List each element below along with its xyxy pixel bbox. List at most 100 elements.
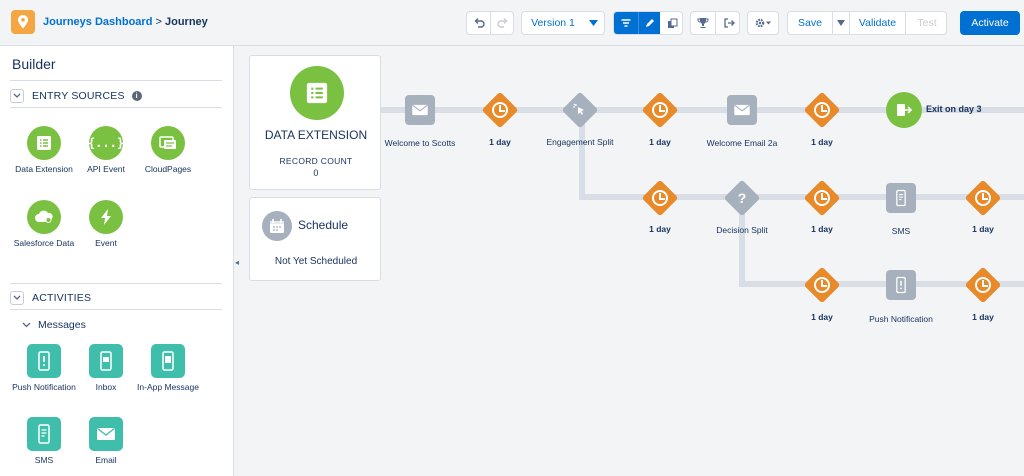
activity-label: In-App Message	[137, 382, 199, 392]
record-count-label: RECORD COUNT	[279, 156, 353, 166]
save-button[interactable]: Save	[798, 17, 822, 29]
clock-icon	[968, 270, 998, 300]
divider	[10, 309, 222, 310]
path-connector-second	[579, 194, 1024, 200]
api-braces-icon: {...}	[88, 126, 124, 160]
data-extension-icon	[290, 66, 344, 120]
clock-icon	[807, 183, 837, 213]
wait-node[interactable]: 1 day	[641, 179, 679, 234]
envelope-icon	[89, 417, 123, 451]
mobile-alert-icon	[886, 270, 916, 300]
breadcrumb-separator: >	[155, 16, 162, 28]
chevron-down-icon	[10, 291, 24, 305]
node-label: Engagement Split	[546, 137, 614, 147]
redo-button[interactable]	[491, 12, 515, 34]
filter-lines-icon	[621, 19, 631, 27]
wait-node[interactable]: 1 day	[964, 179, 1002, 234]
wait-label: 1 day	[811, 224, 833, 234]
version-label: Version 1	[531, 17, 575, 29]
entry-source-data-extension[interactable]: Data Extension	[13, 126, 75, 184]
clock-icon	[485, 95, 515, 125]
pencil-icon	[645, 19, 654, 27]
breadcrumb-journeys-dashboard-link[interactable]: Journeys Dashboard	[43, 16, 153, 28]
entry-card-title: DATA EXTENSION	[264, 128, 368, 142]
validate-button[interactable]: Validate	[849, 12, 905, 34]
push-notification-node[interactable]: Push Notification	[869, 270, 933, 324]
exit-icon	[886, 92, 922, 128]
copy-mode-button[interactable]	[660, 12, 682, 34]
wait-label: 1 day	[972, 312, 994, 322]
info-icon[interactable]: i	[131, 91, 142, 101]
node-label: Welcome to Scotts	[384, 138, 456, 148]
path-connector-main	[379, 107, 1024, 113]
envelope-icon	[727, 95, 757, 125]
exit-criteria-button[interactable]	[716, 12, 741, 34]
redo-icon	[497, 18, 508, 28]
top-toolbar: Journeys Dashboard > Journey Version 1	[0, 0, 1024, 46]
path-connector-branch	[739, 197, 745, 287]
edit-mode-button[interactable]	[638, 12, 660, 34]
email-activity-node[interactable]: Welcome to Scotts	[385, 95, 455, 148]
journey-canvas: DATA EXTENSION RECORD COUNT 0 Schedule N…	[242, 46, 1024, 476]
activity-email[interactable]: Email	[75, 417, 137, 475]
breadcrumb-current: Journey	[164, 16, 208, 28]
entry-source-label: Salesforce Data	[13, 238, 75, 248]
entry-sources-section-header[interactable]: ENTRY SOURCES i	[10, 88, 142, 104]
save-options-button[interactable]	[832, 12, 849, 34]
exit-icon	[723, 18, 735, 28]
goal-button[interactable]	[691, 12, 716, 34]
undo-button[interactable]	[467, 12, 491, 34]
entry-source-label: CloudPages	[144, 164, 192, 174]
decision-split-node[interactable]: ? Decision Split	[716, 179, 768, 235]
entry-source-event[interactable]: Event	[75, 200, 137, 258]
undo-redo-group	[466, 11, 514, 35]
divider	[10, 107, 222, 108]
builder-title: Builder	[12, 56, 56, 72]
activities-label: ACTIVITIES	[32, 292, 92, 304]
chevron-down-icon	[582, 12, 604, 34]
schedule-card[interactable]: Schedule Not Yet Scheduled	[249, 197, 381, 281]
activity-label: SMS	[34, 455, 54, 465]
clock-icon	[968, 183, 998, 213]
clock-icon	[645, 183, 675, 213]
wait-node[interactable]: 1 day	[481, 91, 519, 147]
activate-button[interactable]: Activate	[960, 11, 1020, 35]
exit-node[interactable]: Exit on day 3	[886, 92, 1024, 128]
entry-source-salesforce-data[interactable]: Salesforce Data	[13, 200, 75, 258]
activities-section-header[interactable]: ACTIVITIES	[10, 290, 91, 306]
wait-node[interactable]: 1 day	[803, 91, 841, 147]
engagement-split-node[interactable]: Engagement Split	[546, 91, 614, 147]
journey-settings-menu[interactable]	[747, 11, 779, 35]
wait-node[interactable]: 1 day	[803, 266, 841, 322]
version-dropdown[interactable]: Version 1	[521, 11, 605, 35]
entry-source-card[interactable]: DATA EXTENSION RECORD COUNT 0	[249, 55, 381, 190]
exit-label: Exit on day 3	[926, 104, 982, 114]
sms-activity-node[interactable]: SMS	[886, 183, 916, 236]
entry-source-api-event[interactable]: {...} API Event	[75, 126, 137, 184]
activity-sms[interactable]: SMS	[13, 417, 75, 475]
test-button[interactable]: Test	[905, 12, 948, 34]
entry-source-label: API Event	[87, 164, 125, 174]
path-connector-branch	[579, 110, 585, 200]
collapse-sidebar-handle[interactable]: ◂	[235, 258, 240, 267]
wait-node[interactable]: 1 day	[803, 179, 841, 234]
divider	[10, 80, 222, 81]
save-validate-test-group: Save Validate Test	[787, 11, 947, 35]
clock-icon	[807, 270, 837, 300]
wait-node[interactable]: 1 day	[964, 266, 1002, 322]
gear-icon	[748, 12, 778, 34]
cloudpages-icon	[151, 126, 185, 160]
wait-node[interactable]: 1 day	[641, 91, 679, 147]
activity-inbox[interactable]: Inbox	[75, 344, 137, 402]
journey-builder-logo-icon	[11, 10, 35, 34]
activity-push-notification[interactable]: Push Notification	[12, 344, 76, 402]
messages-subsection-header[interactable]: Messages	[22, 317, 86, 333]
activity-label: Push Notification	[12, 382, 76, 392]
entry-sources-label: ENTRY SOURCES	[32, 90, 125, 102]
entry-source-cloudpages[interactable]: CloudPages	[137, 126, 199, 184]
settings-mode-button[interactable]	[614, 12, 638, 34]
chevron-down-icon	[10, 89, 24, 103]
email-activity-node[interactable]: Welcome Email 2a	[707, 95, 777, 148]
node-label: SMS	[891, 226, 911, 236]
activity-in-app-message[interactable]: In-App Message	[137, 344, 199, 402]
